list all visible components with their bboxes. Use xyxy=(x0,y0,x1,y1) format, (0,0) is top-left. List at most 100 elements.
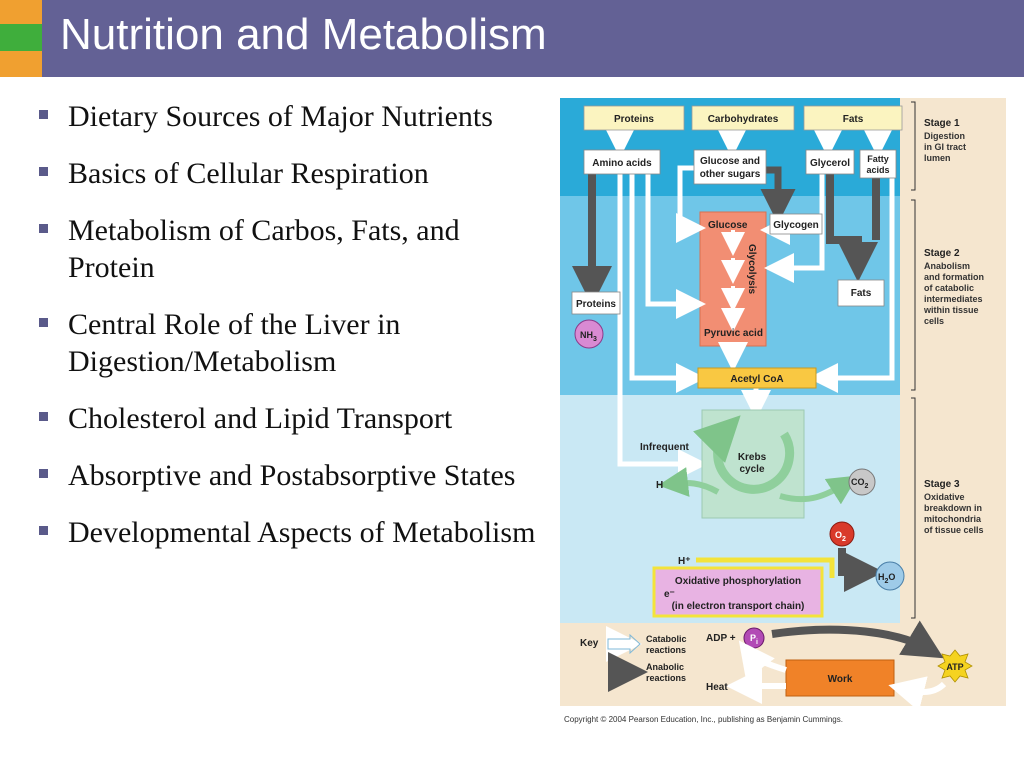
nh3-text: NH xyxy=(580,330,593,340)
stage2-desc: within tissue xyxy=(923,305,979,315)
catabolic-arrow-amino-krebs xyxy=(617,174,708,479)
work-to-adp-arrow xyxy=(738,640,787,680)
bullet-list: Dietary Sources of Major Nutrients Basic… xyxy=(36,98,536,571)
bullet-item: Dietary Sources of Major Nutrients xyxy=(36,98,536,135)
bullet-square-icon xyxy=(39,318,48,327)
proteins-box xyxy=(571,291,621,315)
proteins-source-label: Proteins xyxy=(614,114,654,125)
o2-subscript: 2 xyxy=(842,536,846,543)
nh3-circle xyxy=(574,319,604,349)
h2o-circle xyxy=(875,561,905,591)
stage3-title: Stage 3 xyxy=(924,479,960,490)
stage1-desc: in GI tract xyxy=(924,142,966,152)
co2-subscript: 2 xyxy=(865,483,869,490)
bullet-text: Central Role of the Liver in Digestion/M… xyxy=(68,308,401,378)
glucose-sugars-label: Glucose and xyxy=(700,156,760,167)
glucose-label: Glucose xyxy=(708,220,748,231)
infrequent-label: Infrequent xyxy=(640,442,690,453)
krebs-cycle-label: Krebs xyxy=(738,452,767,463)
carbohydrates-source-box xyxy=(691,105,795,131)
anabolic-arrow-fats xyxy=(826,174,878,282)
work-label: Work xyxy=(828,674,853,685)
stage1-title: Stage 1 xyxy=(924,118,960,129)
h2o-text-end: O xyxy=(888,572,895,582)
co2-label: CO2 xyxy=(851,477,869,490)
h-plus-label: H⁺ xyxy=(678,556,691,567)
pyruvic-acid-label: Pyruvic acid xyxy=(704,328,763,339)
o2-circle xyxy=(829,521,855,547)
accent-stripe-middle xyxy=(0,24,42,51)
fats-label: Fats xyxy=(851,288,872,299)
bullet-item: Basics of Cellular Respiration xyxy=(36,155,536,192)
stage3-bracket xyxy=(911,397,916,619)
bullet-square-icon xyxy=(39,469,48,478)
amino-acids-label: Amino acids xyxy=(592,158,652,169)
pi-text: P xyxy=(750,633,756,643)
stage3-desc: mitochondria xyxy=(924,514,982,524)
co2-text: CO xyxy=(851,477,865,487)
fatty-acids-label: Fatty xyxy=(867,154,889,164)
metabolism-diagram: Stage 1 Digestion in GI tract lumen Stag… xyxy=(560,98,1006,738)
atp-starburst xyxy=(937,649,973,683)
fats-source-label: Fats xyxy=(843,114,864,125)
bullet-square-icon xyxy=(39,526,48,535)
h2o-subscript: 2 xyxy=(885,578,889,585)
bullet-item: Metabolism of Carbos, Fats, and Protein xyxy=(36,212,536,286)
fats-source-box xyxy=(803,105,903,131)
metabolism-diagram-svg: Stage 1 Digestion in GI tract lumen Stag… xyxy=(560,98,1006,724)
bullet-text: Developmental Aspects of Metabolism xyxy=(68,516,536,549)
stage1-bracket xyxy=(911,101,916,191)
atp-to-work-arrow xyxy=(888,676,947,712)
slide-title: Nutrition and Metabolism xyxy=(60,10,547,59)
accent-stripe-top xyxy=(0,0,42,24)
stage3-desc: Oxidative xyxy=(924,492,965,502)
nh3-subscript: 3 xyxy=(593,336,597,343)
oxidative-phosphorylation-label: Oxidative phosphorylation xyxy=(675,576,801,587)
bullet-item: Central Role of the Liver in Digestion/M… xyxy=(36,306,536,380)
bullet-text: Cholesterol and Lipid Transport xyxy=(68,402,453,435)
catabolic-arrow-glycerol-glycolysis xyxy=(764,174,825,283)
bullet-square-icon xyxy=(39,167,48,176)
krebs-cycle-arrow xyxy=(693,415,795,494)
stage2-desc: intermediates xyxy=(924,294,983,304)
h2o-text: H xyxy=(878,572,885,582)
bullet-square-icon xyxy=(39,412,48,421)
h2o-label: H2O xyxy=(878,572,895,585)
glycolysis-label: Glycolysis xyxy=(746,244,757,294)
anabolic-key-label: reactions xyxy=(646,673,686,683)
glycerol-label: Glycerol xyxy=(810,158,850,169)
stage1-desc: lumen xyxy=(924,153,951,163)
stage2-desc: of catabolic xyxy=(924,283,974,293)
o2-text: O xyxy=(835,530,842,540)
o2-to-water-arrow xyxy=(838,548,884,592)
catabolic-arrow-amino-pyruvate xyxy=(645,174,706,319)
carbohydrates-source-label: Carbohydrates xyxy=(708,114,779,125)
h-label: H xyxy=(656,480,663,491)
heat-label: Heat xyxy=(706,682,728,693)
glycogen-box xyxy=(769,213,823,235)
bullet-square-icon xyxy=(39,110,48,119)
glucose-sugars-box xyxy=(693,149,767,185)
adp-label: ADP + xyxy=(706,633,736,644)
bullet-text: Basics of Cellular Respiration xyxy=(68,157,429,190)
bullet-item: Cholesterol and Lipid Transport xyxy=(36,400,536,437)
stage1-desc: Digestion xyxy=(924,131,965,141)
electron-transport-label: (in electron transport chain) xyxy=(672,601,805,612)
acetyl-coa-label: Acetyl CoA xyxy=(730,374,783,385)
catabolic-arrow-fatty-acetyl xyxy=(808,174,895,393)
co2-circle xyxy=(848,468,876,496)
catabolic-key-label: Catabolic xyxy=(646,634,687,644)
stage2-desc: Anabolism xyxy=(924,261,970,271)
electron-label: e⁻ xyxy=(664,589,675,600)
copyright-text: Copyright © 2004 Pearson Education, Inc.… xyxy=(564,715,843,724)
pi-subscript: i xyxy=(756,639,758,646)
anabolic-key-label: Anabolic xyxy=(646,662,684,672)
o2-label: O2 xyxy=(835,530,846,543)
stage-label-panel xyxy=(900,98,1006,706)
key-label: Key xyxy=(580,638,599,649)
co2-release-arrow xyxy=(779,475,859,505)
catabolic-key-label: reactions xyxy=(646,645,686,655)
fatty-acids-box xyxy=(859,149,897,179)
bullet-item: Absorptive and Postabsorptive States xyxy=(36,457,536,494)
atp-label: ATP xyxy=(946,662,963,672)
